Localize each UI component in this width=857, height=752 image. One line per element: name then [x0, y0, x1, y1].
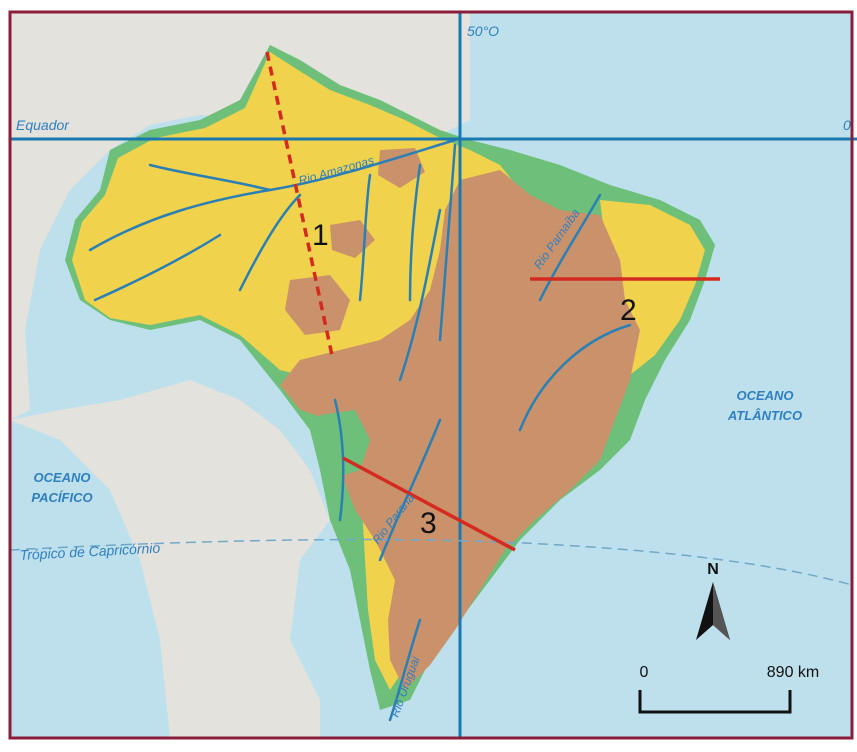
atlantic-label-line2: ATLÂNTICO [727, 408, 802, 423]
pacific-label-line2: PACÍFICO [31, 490, 92, 505]
rivers [88, 138, 632, 722]
river-uruguai [388, 618, 422, 722]
brazil-plateau-brown-north [285, 275, 350, 335]
equator-label: Equador [16, 117, 70, 133]
river-negro [148, 163, 272, 192]
tropic-label: Trópico de Capricórnio [19, 540, 160, 563]
map-frame-border [8, 10, 854, 740]
tropic-line [9, 538, 853, 586]
profile-3-label: 3 [420, 507, 437, 540]
equator-right-label: 0 [843, 117, 851, 133]
river-araguaia [398, 208, 442, 382]
profile-1-label: 1 [312, 219, 329, 252]
river-xingu [408, 163, 422, 302]
atlantic-label-line1: OCEANO [736, 388, 793, 403]
scale-bar-line [638, 690, 792, 714]
neighbor-land-south [10, 380, 330, 738]
river-jurua [93, 233, 222, 302]
meridian-label: 50°O [467, 23, 499, 39]
profile-3-line [342, 456, 516, 552]
scale-bar: 0 890 km [638, 664, 819, 714]
north-arrow: N [696, 561, 730, 640]
north-label: N [707, 561, 719, 578]
scale-end-label: 890 km [767, 664, 819, 681]
river-tocantins [438, 143, 457, 342]
river-parana [378, 418, 442, 562]
brazil-plateau-brown-patch2 [378, 148, 425, 188]
river-tapajos [358, 173, 372, 302]
river-parnaiba [538, 193, 602, 302]
neighbor-land-northeast [330, 12, 470, 75]
river-madeira [238, 193, 302, 292]
profile-2-label: 2 [620, 294, 637, 327]
pantanal-green [320, 410, 370, 478]
profile-1-line [265, 51, 335, 361]
river-sao-francisco [518, 323, 632, 432]
pacific-label-line1: OCEANO [33, 470, 90, 485]
scale-start-label: 0 [640, 664, 649, 681]
